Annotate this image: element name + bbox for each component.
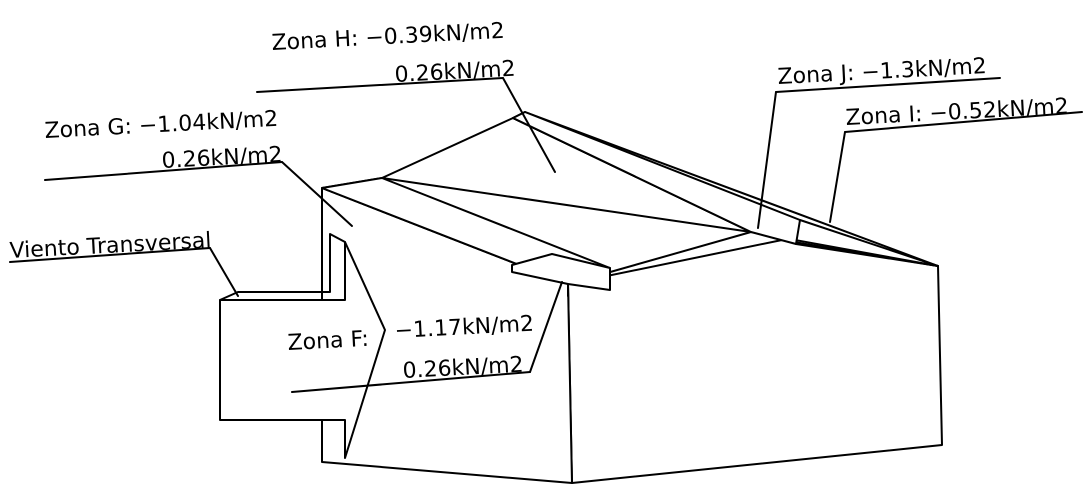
building [321,111,943,484]
leader-g-underline [44,161,283,181]
zone-f-box [511,253,611,291]
leader-f-underline [291,371,531,393]
zone-i-eave [799,219,939,267]
leader-g [281,161,353,227]
label-zona-g-line2: 0.26kN/m2 [161,143,283,174]
wind-arrow-depth [219,233,346,301]
label-viento-transversal: Viento Transversal [9,228,212,264]
leader-f [529,281,563,373]
leader-viento [209,247,239,297]
leader-j [757,91,777,229]
label-zona-g-line1: Zona G: −1.04kN/m2 [44,107,279,144]
eave-edge [795,243,939,267]
leader-i-underline [844,111,1083,133]
label-zona-f-title: Zona F: [287,327,370,356]
label-zona-h-line1: Zona H: −0.39kN/m2 [271,19,505,56]
leader-h-underline [256,77,504,93]
leader-viento-underline [9,247,211,263]
leader-lines [9,77,1083,393]
label-zona-i: Zona I: −0.52kN/m2 [845,94,1069,131]
wind-arrow [219,241,386,459]
leader-h [502,77,556,173]
leader-j-underline [775,77,1001,93]
leader-i [829,131,846,223]
label-zona-h-line2: 0.26kN/m2 [394,57,516,88]
roof-surface-line [381,177,752,233]
building-gable-wall [567,239,943,484]
